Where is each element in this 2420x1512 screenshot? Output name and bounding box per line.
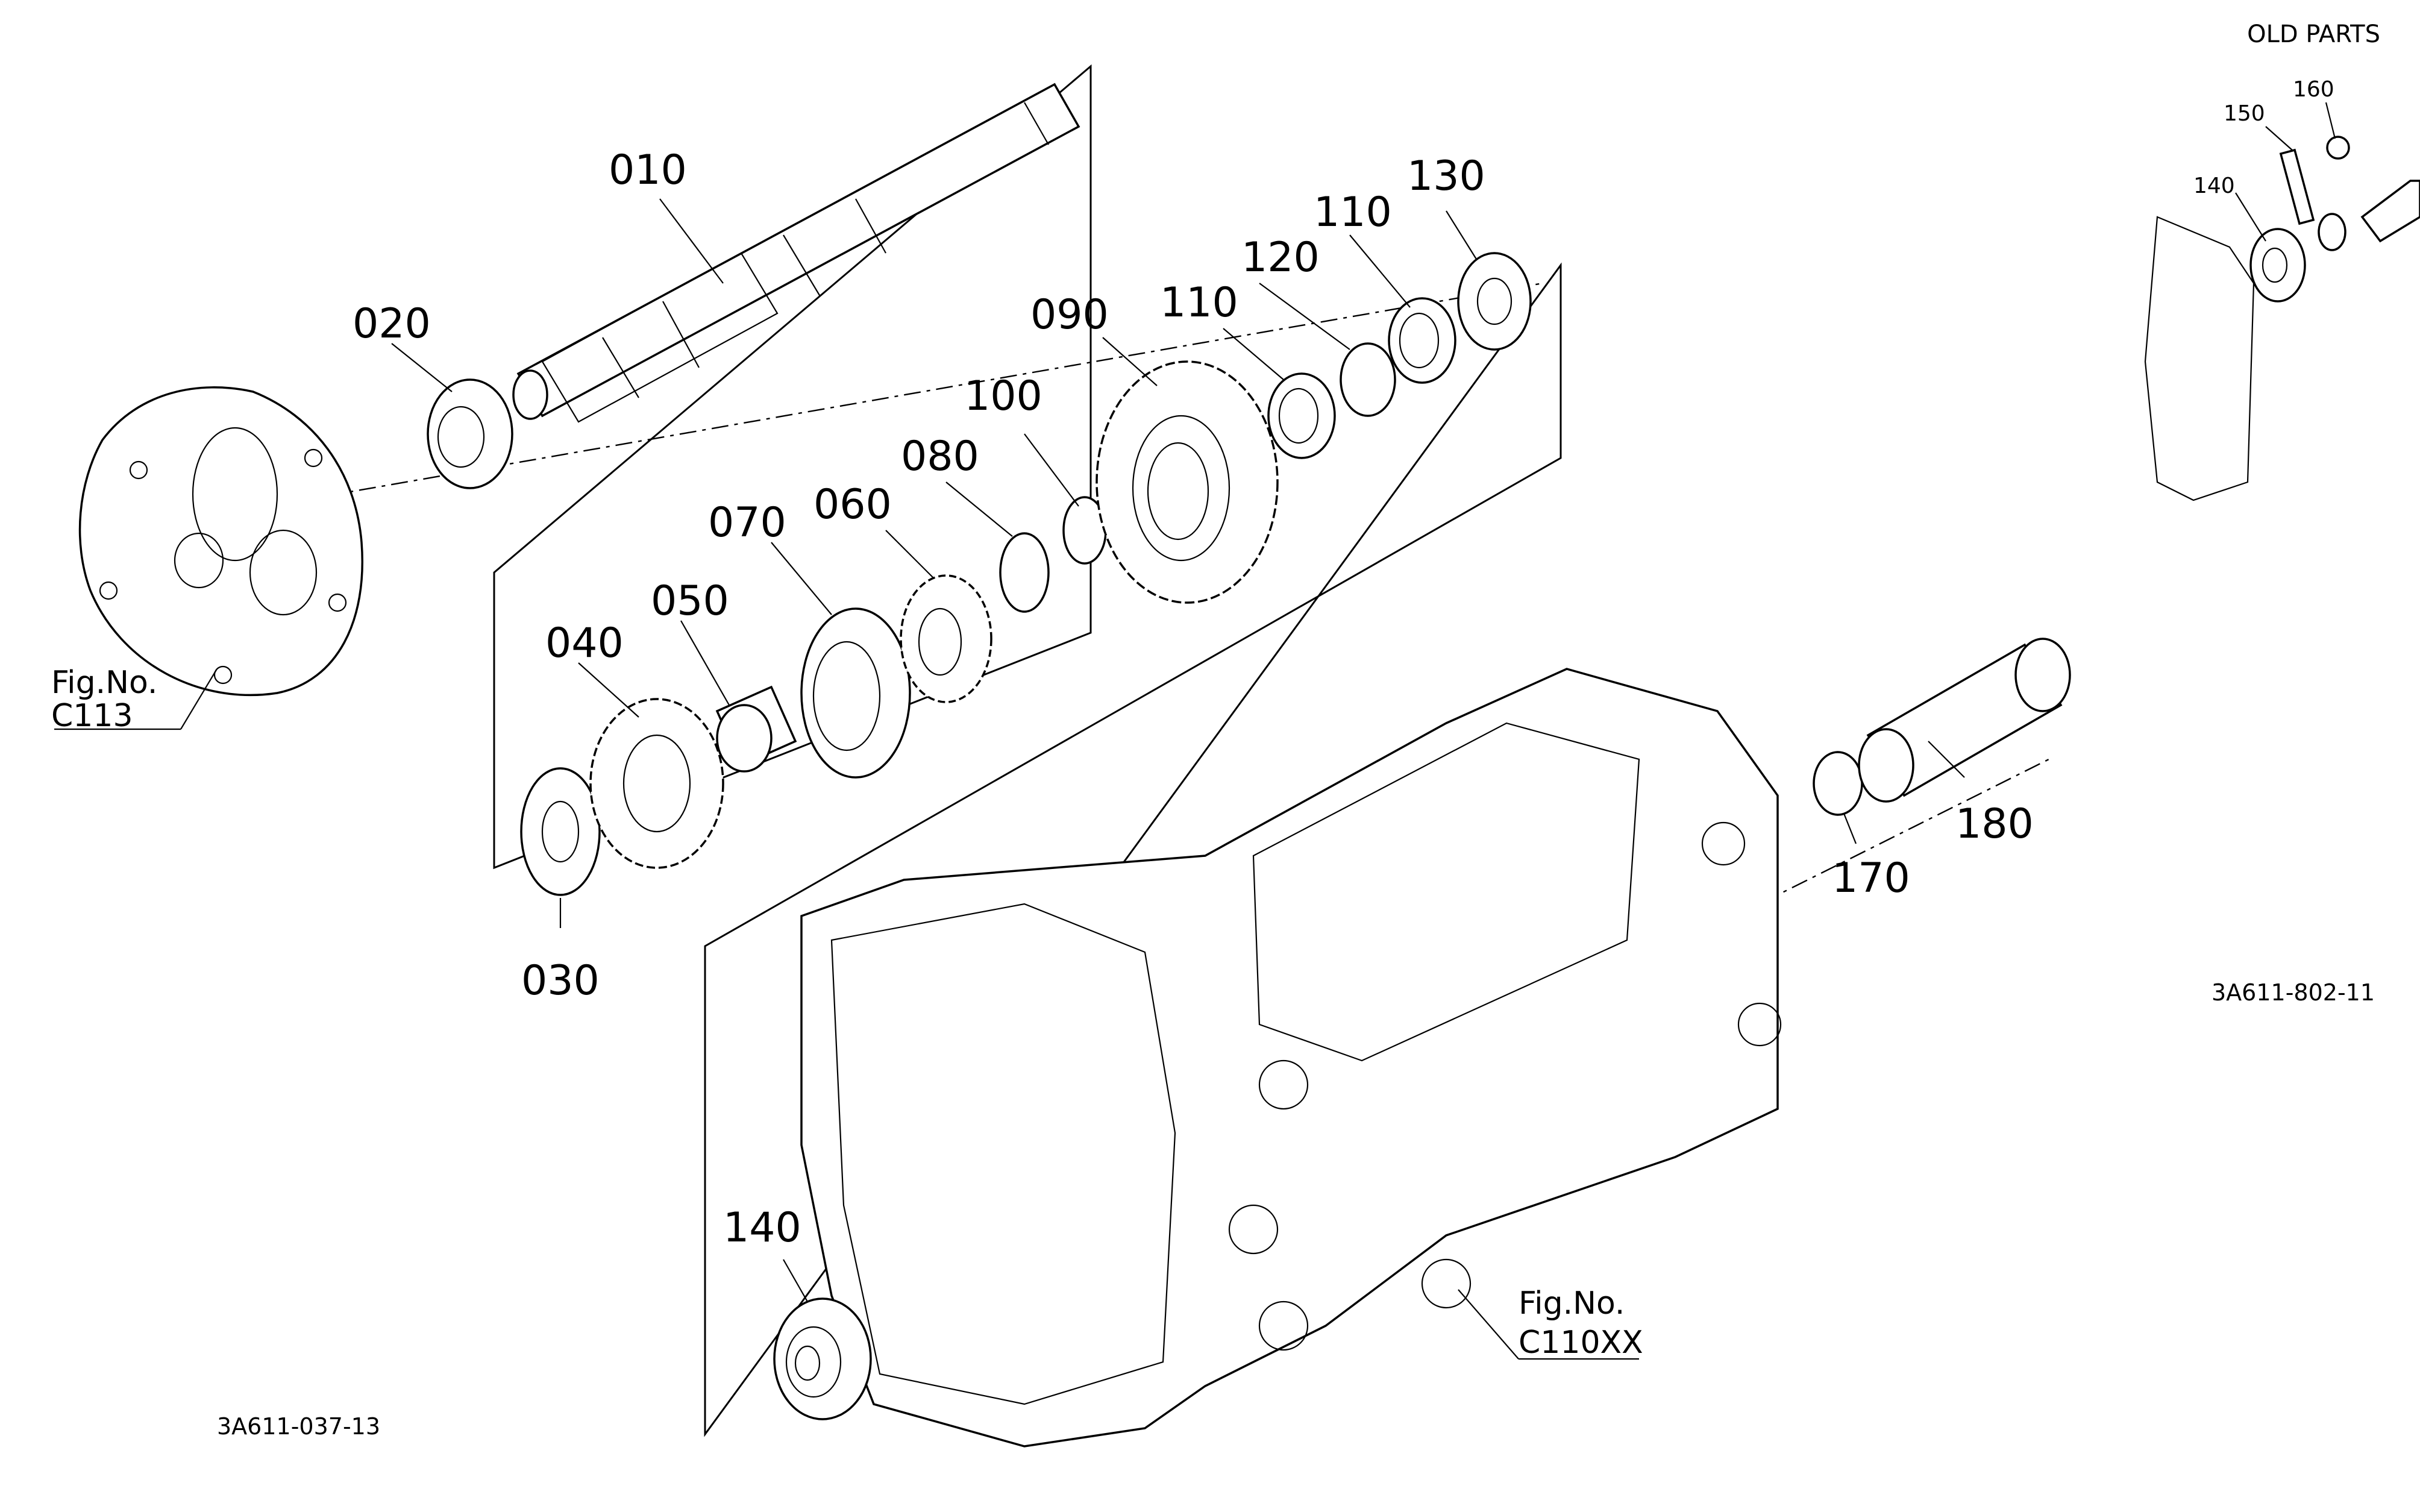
callout-060: 060 <box>813 481 892 529</box>
drawing-code-old-parts: 3A611-802-11 <box>2212 979 2375 1006</box>
needle-bearing-050 <box>715 685 797 773</box>
callout-080: 080 <box>901 433 979 480</box>
callout-110-b: 110 <box>1314 189 1392 236</box>
fig-ref-number-c110xx: C110XX <box>1519 1325 1643 1361</box>
gear-040 <box>589 698 724 869</box>
callout-100: 100 <box>964 372 1042 420</box>
old-callout-150: 150 <box>2224 101 2265 126</box>
collar-120 <box>1340 342 1396 417</box>
callout-010: 010 <box>609 146 687 194</box>
hub-060 <box>900 574 992 703</box>
old-callout-160: 160 <box>2293 77 2334 102</box>
fig-ref-number-c113: C113 <box>51 698 133 734</box>
bearing-020 <box>427 378 513 489</box>
snap-ring-080 <box>999 532 1050 613</box>
gear-090 <box>1096 360 1279 604</box>
main-shaft <box>512 83 1080 423</box>
callout-130: 130 <box>1407 152 1485 200</box>
callout-120: 120 <box>1241 234 1320 281</box>
callout-140: 140 <box>723 1204 801 1252</box>
leader-lines <box>54 102 2336 1360</box>
callout-110-a: 110 <box>1160 279 1238 327</box>
washer-130 <box>1457 252 1532 351</box>
sleeve-180 <box>1858 638 2071 803</box>
drawing-code-main: 3A611-037-13 <box>217 1413 380 1440</box>
snap-ring-170 <box>1813 751 1863 816</box>
washer-030 <box>520 767 601 896</box>
callout-040: 040 <box>545 620 624 667</box>
needle-bearing-110a <box>1267 372 1336 459</box>
old-parts-inset <box>2144 136 2420 501</box>
callout-030: 030 <box>521 957 600 1005</box>
callout-180: 180 <box>1955 800 2034 848</box>
callout-020: 020 <box>353 300 431 348</box>
clutch-housing <box>78 386 363 697</box>
callout-170: 170 <box>1832 855 1910 902</box>
callout-050: 050 <box>651 577 729 625</box>
callout-090: 090 <box>1030 291 1109 339</box>
coupler-070 <box>800 607 911 779</box>
needle-bearing-110b <box>1388 297 1456 384</box>
callout-070: 070 <box>708 499 786 547</box>
old-callout-140: 140 <box>2193 174 2235 198</box>
fig-ref-prefix-c110xx: Fig.No. <box>1519 1285 1625 1322</box>
bearing-140 <box>773 1297 872 1420</box>
upper-frame <box>493 64 1092 870</box>
old-parts-title: OLD PARTS <box>2247 20 2380 48</box>
fig-ref-prefix-c113: Fig.No. <box>51 665 157 701</box>
